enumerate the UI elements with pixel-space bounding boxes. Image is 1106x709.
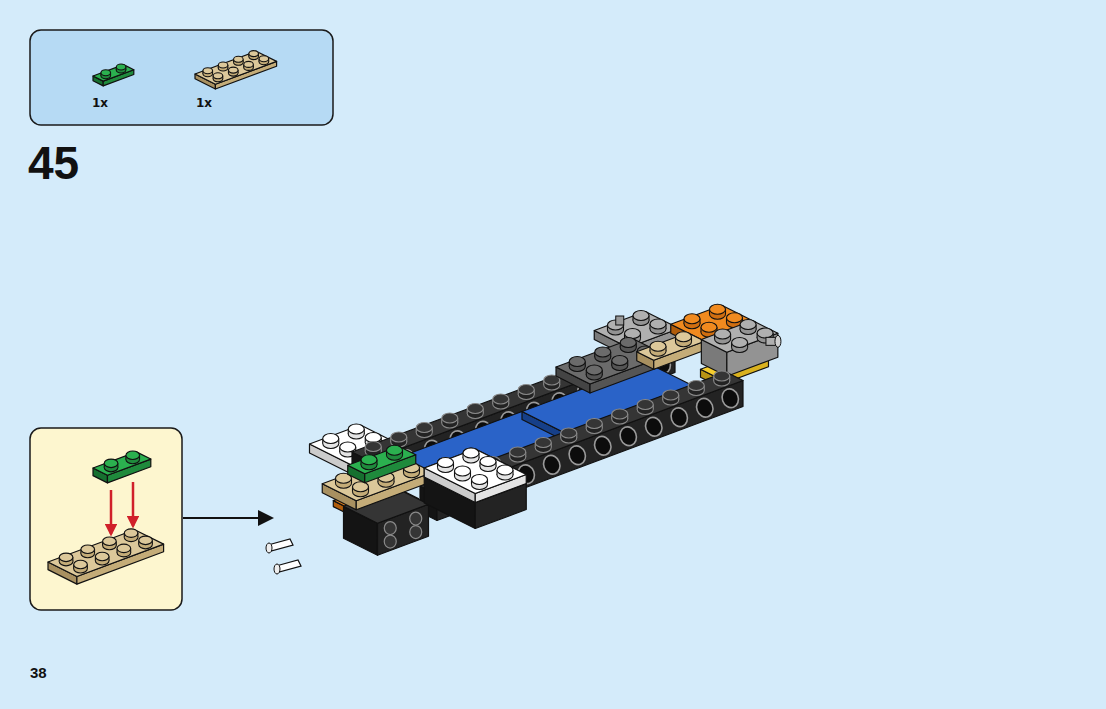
- placement-arrow: [132, 482, 135, 526]
- brick-green: [93, 451, 151, 483]
- brick-green: [348, 445, 416, 483]
- model: [266, 304, 781, 574]
- page-number: 38: [30, 664, 47, 681]
- brick-tan: [195, 51, 277, 89]
- brick-tan: [48, 529, 164, 584]
- brick-black: [420, 371, 743, 521]
- callout-box: [30, 428, 182, 610]
- brick-tan: [322, 454, 433, 510]
- pointer-line: [183, 517, 262, 519]
- brick-green: [93, 64, 134, 86]
- brick-tan: [637, 332, 705, 370]
- brick-white: [424, 448, 526, 503]
- parts-list: 1x 1x: [30, 30, 333, 125]
- parts-panel: [30, 30, 333, 125]
- brick-gray: [701, 320, 778, 377]
- brick-dgray: [556, 338, 667, 394]
- pointer-head: [258, 510, 274, 526]
- part-count: 1x: [92, 96, 108, 110]
- part-count: 1x: [196, 96, 212, 110]
- step-number: 45: [28, 136, 79, 190]
- placement-arrow: [110, 490, 113, 534]
